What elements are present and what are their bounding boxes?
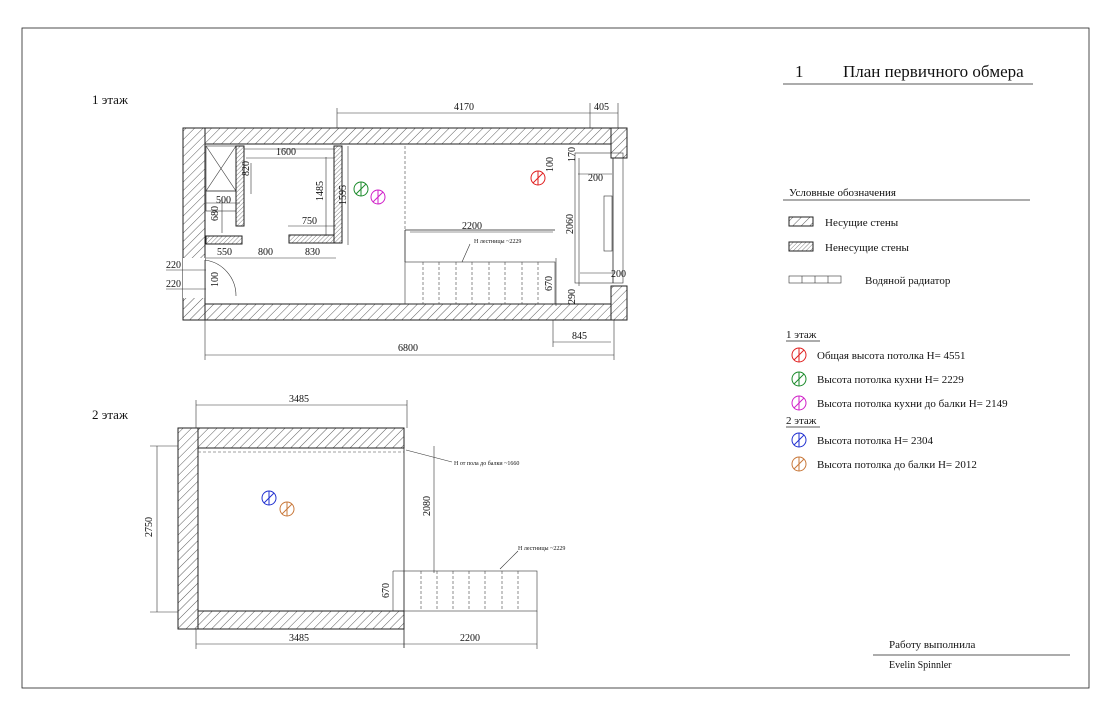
floor1-door-arc [204,259,237,297]
dim-500: 500 [216,195,231,206]
floor2-plan: 3485 3485 2750 2080 670 2200 Н от пола д… [144,394,565,649]
dim-100-door: 100 [210,272,221,287]
author-label: Работу выполнила [889,639,975,651]
floor2-stair-note: Н лестницы ~2229 [518,546,565,552]
dim-550: 550 [217,247,232,258]
floor1-radiator [603,195,613,252]
floor1-partition-a [235,145,245,227]
dim-100-right: 100 [545,157,556,172]
height-floor2-label: Высота потолка Н= 2304 [817,435,933,447]
dim2-2080: 2080 [422,496,433,516]
floor1-wall-top [182,127,628,145]
floor2-label: 2 этаж [92,407,129,422]
dim-800: 800 [258,247,273,258]
sheet-title: План первичного обмера [843,62,1024,81]
dim-405: 405 [594,102,609,113]
legend-load-bearing-swatch [788,216,814,227]
dim2-3485-bottom: 3485 [289,633,309,644]
dim-6800: 6800 [398,343,418,354]
dim2-670: 670 [381,583,392,598]
dim-680: 680 [210,206,221,221]
dim-200-bottom: 200 [611,269,626,280]
height-floor1-label: Общая высота потолка Н= 4551 [817,350,966,362]
dim2-2750: 2750 [144,517,155,537]
legend-non-load-bearing-swatch [788,241,814,252]
floor1-stair-note: Н лестницы ~2229 [474,239,521,245]
dim-220-a: 220 [166,260,181,271]
dim-220-b: 220 [166,279,181,290]
legend-title: Условные обозначения [789,187,896,199]
height-floor2-item: Высота потолка до балки Н= 2012 [791,456,977,472]
floor1-marker-kitchen-beam-height [370,189,386,205]
dim2-2200: 2200 [460,633,480,644]
height-floor1-item: Высота потолка кухни до балки Н= 2149 [791,395,1008,411]
legend-non-load-bearing: Ненесущие стены [825,242,910,254]
floor1-partition-b [205,235,243,245]
floor1-partition-c [288,234,336,244]
floor2-stairs [403,570,538,612]
floor2-wall-left [177,427,199,630]
heights-floor1-title: 1 этаж [786,329,817,341]
dim-2060: 2060 [565,214,576,234]
height-floor1-item: Общая высота потолка Н= 4551 [791,347,966,363]
height-floor2-item: Высота потолка Н= 2304 [791,432,933,448]
dim-830: 830 [305,247,320,258]
dim-670: 670 [544,276,555,291]
sheet-number: 1 [795,62,804,81]
dim-820: 820 [241,161,252,176]
legend-load-bearing: Несущие стены [825,217,899,229]
floor1-wall-right-bottom [610,285,628,321]
floor2-marker-beam-height [279,501,295,517]
height-floor1-label: Высота потолка кухни до балки Н= 2149 [817,398,1008,410]
floor1-partition-d [333,145,343,244]
dim-290: 290 [567,289,578,304]
legend-radiator: Водяной радиатор [865,275,951,287]
floor1-stairs [404,261,556,305]
height-floor1-label: Высота потолка кухни Н= 2229 [817,374,964,386]
floor2-wall-bottom [177,610,405,630]
dim-2200: 2200 [462,221,482,232]
floor2-beam-note: Н от пола до балки ~1660 [454,460,519,467]
floor2-marker-height [261,490,277,506]
heights-floor2-title: 2 этаж [786,415,817,427]
floor1-label: 1 этаж [92,92,129,107]
heights-list: 1 этаж Общая высота потолка Н= 4551Высот… [786,329,1008,472]
dim-750: 750 [302,216,317,227]
floor1-bay [574,152,624,284]
sheet-frame [21,27,1090,689]
floor1-plan: 4170 405 1600 820 500 680 1485 1595 750 … [166,102,628,360]
author-name: Evelin Spinnler [889,660,952,671]
floor1-marker-total-height [530,170,546,186]
dim-1600: 1600 [276,147,296,158]
height-floor2-label: Высота потолка до балки Н= 2012 [817,459,977,471]
dim-1485: 1485 [315,181,326,201]
dim-845: 845 [572,331,587,342]
dim-1595: 1595 [338,185,349,205]
floor1-marker-kitchen-height [353,181,369,197]
floor1-wall-bottom [182,303,628,321]
legend-radiator-swatch [788,275,842,284]
floor1-wall-right-top [610,127,628,159]
dim-170: 170 [567,147,578,162]
dim-4170: 4170 [454,102,474,113]
dim2-3485-top: 3485 [289,394,309,405]
legend: Условные обозначения Несущие стены Ненес… [783,187,1030,287]
floor2-wall-top [177,427,405,449]
dim-200-top: 200 [588,173,603,184]
height-floor1-item: Высота потолка кухни Н= 2229 [791,371,964,387]
